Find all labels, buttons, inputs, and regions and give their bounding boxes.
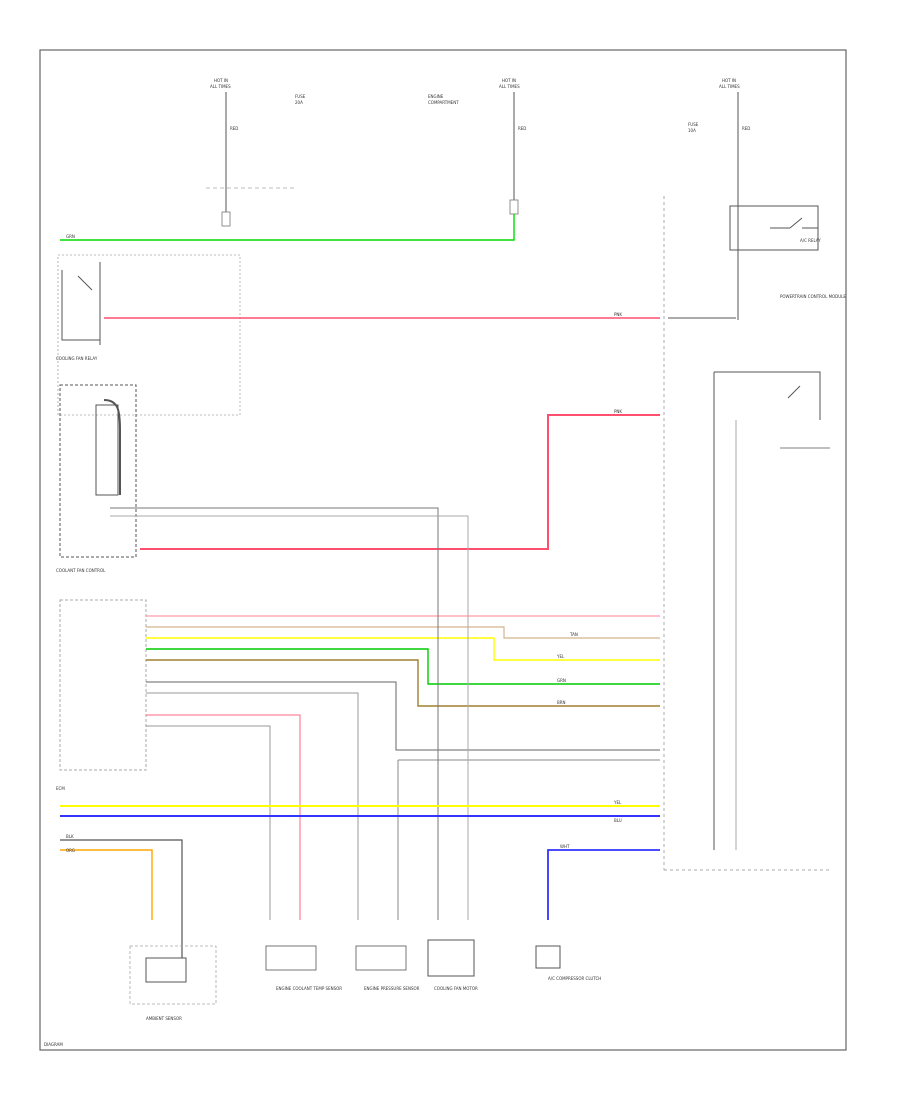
- cooling-fan-motor-label: COOLING FAN MOTOR: [434, 986, 478, 991]
- cooling-fan-control: COOLANT FAN CONTROL: [56, 384, 137, 573]
- fuse-3-detail: 10A: [688, 128, 696, 133]
- cooling-fan-relay-label: COOLING FAN RELAY: [56, 356, 98, 361]
- wire-label-grn-2: GRN: [557, 678, 566, 683]
- fuse-1-detail: 20A: [295, 100, 303, 105]
- wire-label-blk: BLK: [66, 834, 74, 839]
- coolant-temp-sensor: ENGINE COOLANT TEMP SENSOR: [265, 945, 342, 991]
- cooling-fan-motor: COOLING FAN MOTOR: [427, 939, 478, 991]
- fuse-2-label: ENGINE: [428, 94, 444, 99]
- wire-label-tan: TAN: [569, 632, 578, 637]
- fuse-2: HOT IN ALL TIMES ENGINE COMPARTMENT RED: [428, 78, 526, 215]
- wire-label-grn: GRN: [66, 234, 75, 239]
- diagram-border: [39, 49, 847, 1051]
- fuse-3-label: FUSE: [688, 122, 699, 127]
- coolant-temp-sensor-label: ENGINE COOLANT TEMP SENSOR: [276, 986, 342, 991]
- wire-label-pnk-1: PNK: [614, 312, 622, 317]
- fuse-2-detail: COMPARTMENT: [428, 100, 459, 105]
- ecm: ECM: [56, 599, 147, 791]
- wire-label-pnk-2: PNK: [614, 409, 622, 414]
- pressure-sensor-label: ENGINE PRESSURE SENSOR: [364, 986, 420, 991]
- pcm-right-label: POWERTRAIN CONTROL MODULE: [780, 294, 846, 299]
- fuse-3: HOT IN ALL TIMES FUSE 10A RED: [688, 78, 750, 206]
- wire-label-blu: BLU: [614, 818, 622, 823]
- fuse-1-wire: RED: [230, 126, 238, 131]
- fuse-2-heading: HOT IN: [502, 78, 516, 83]
- wire-label-brn: BRN: [557, 700, 566, 705]
- corner-tag: DIAGRAM: [44, 1042, 63, 1047]
- wire-runs: GRN PNK PNK TAN YEL GRN BRN YEL BLU BLK: [60, 214, 660, 958]
- fuse-3-wire: RED: [742, 126, 750, 131]
- pcm-right: POWERTRAIN CONTROL MODULE: [663, 196, 846, 871]
- wire-label-org: ORG: [66, 848, 75, 853]
- fuse-2-subheading: ALL TIMES: [499, 84, 520, 89]
- fuse-1-heading: HOT IN: [214, 78, 228, 83]
- ambient-sensor-label: AMBIENT SENSOR: [146, 1016, 182, 1021]
- fuse-3-subheading: ALL TIMES: [719, 84, 740, 89]
- ac-relay: A/C RELAY: [729, 205, 821, 320]
- fuse-1: HOT IN ALL TIMES FUSE 20A RED: [206, 78, 306, 227]
- fuse-3-heading: HOT IN: [722, 78, 736, 83]
- ac-compressor: A/C COMPRESSOR CLUTCH: [535, 945, 601, 981]
- fuse-1-subheading: ALL TIMES: [210, 84, 231, 89]
- ac-compressor-label: A/C COMPRESSOR CLUTCH: [548, 976, 601, 981]
- ambient-sensor: AMBIENT SENSOR: [129, 945, 217, 1021]
- ac-relay-label: A/C RELAY: [800, 238, 821, 243]
- ecm-label: ECM: [56, 786, 65, 791]
- pressure-sensor: ENGINE PRESSURE SENSOR: [355, 945, 420, 991]
- cooling-fan-relay: COOLING FAN RELAY: [56, 254, 241, 416]
- cooling-fan-control-label: COOLANT FAN CONTROL: [56, 568, 106, 573]
- wire-label-yel-2: YEL: [613, 800, 622, 805]
- wire-label-yel-1: YEL: [556, 654, 565, 659]
- fuse-1-label: FUSE: [295, 94, 306, 99]
- wire-label-wht: WHT: [560, 844, 570, 849]
- fuse-2-wire: RED: [518, 126, 526, 131]
